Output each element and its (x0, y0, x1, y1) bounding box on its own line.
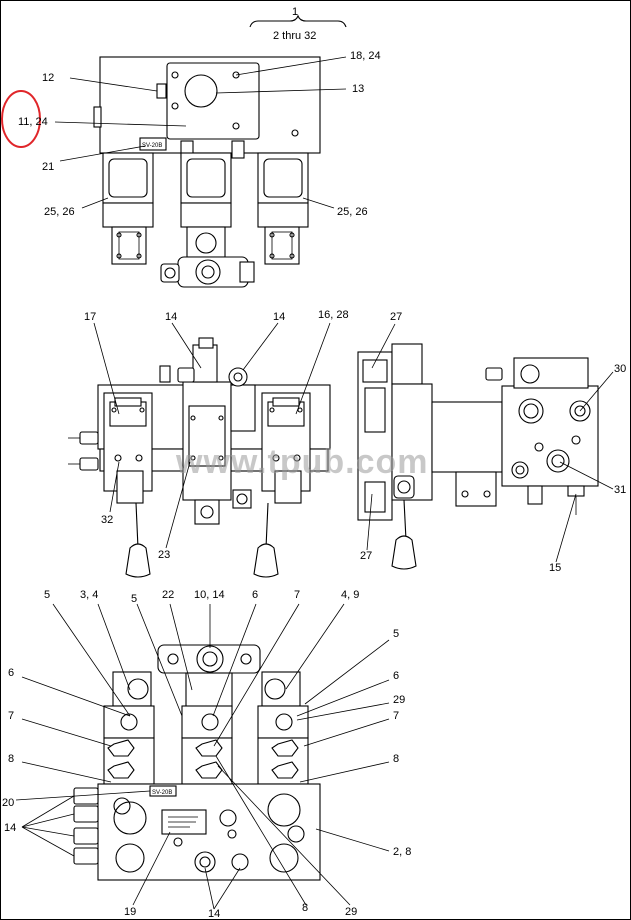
top-label-21: 21 (42, 161, 54, 173)
bot-label-4-9: 4, 9 (341, 589, 359, 601)
bot-label-29-bottom: 29 (345, 906, 357, 918)
bottom-tag-text: SV-20B (152, 790, 172, 796)
bot-label-19: 19 (124, 906, 136, 918)
mid-label-31: 31 (614, 484, 626, 496)
mid-label-32: 32 (101, 514, 113, 526)
bot-label-6-top: 6 (252, 589, 258, 601)
middle-side-view: 27 30 31 15 27 (357, 311, 626, 574)
bottom-view: SV-20B (2, 589, 411, 920)
middle-front-view: 17 14 14 16, 28 32 23 (68, 309, 349, 578)
top-label-12: 12 (42, 72, 54, 84)
bot-label-20: 20 (2, 797, 14, 809)
bot-label-8-left: 8 (8, 753, 14, 765)
top-label-25-26-left: 25, 26 (44, 206, 75, 218)
header-item-label: 1 (292, 6, 298, 18)
bot-label-6-right: 6 (393, 670, 399, 682)
watermark: www.tpub.com (175, 443, 429, 481)
mid-label-23: 23 (158, 549, 170, 561)
top-label-11-24: 11, 24 (18, 116, 48, 128)
mid-label-27-top: 27 (390, 311, 402, 323)
header-callout: 1 2 thru 32 (249, 6, 347, 42)
bot-label-5-right: 5 (393, 628, 399, 640)
bot-label-7-right: 7 (393, 710, 399, 722)
bot-label-29-right: 29 (393, 694, 405, 706)
top-label-25-26-right: 25, 26 (337, 206, 368, 218)
bot-label-5-a: 5 (44, 589, 50, 601)
mid-label-15: 15 (549, 562, 561, 574)
top-label-18-24: 18, 24 (350, 50, 381, 62)
bot-label-3-4: 3, 4 (80, 589, 98, 601)
bot-label-2-8: 2, 8 (393, 846, 411, 858)
bot-label-8-bottom: 8 (302, 902, 308, 914)
bot-label-7-left: 7 (8, 710, 14, 722)
bot-label-14-left: 14 (4, 822, 16, 834)
mid-label-14b: 14 (273, 311, 285, 323)
bot-label-5-b: 5 (131, 593, 137, 605)
bot-label-8-right: 8 (393, 753, 399, 765)
bot-label-6-left: 6 (8, 667, 14, 679)
bot-label-7-top: 7 (294, 589, 300, 601)
mid-label-27-bottom: 27 (360, 550, 372, 562)
bot-label-22: 22 (162, 589, 174, 601)
mid-label-14a: 14 (165, 311, 177, 323)
top-label-13: 13 (352, 83, 364, 95)
bot-label-10-14: 10, 14 (194, 589, 225, 601)
highlight-circle (1, 90, 41, 148)
mid-label-17: 17 (84, 311, 96, 323)
bot-label-14-bottom: 14 (208, 908, 220, 920)
mid-label-30: 30 (614, 363, 626, 375)
header-range-label: 2 thru 32 (273, 30, 316, 42)
top-view: SV-20B (1, 50, 381, 288)
mid-label-16-28: 16, 28 (318, 309, 349, 321)
top-tag-text: SV-20B (142, 143, 162, 149)
